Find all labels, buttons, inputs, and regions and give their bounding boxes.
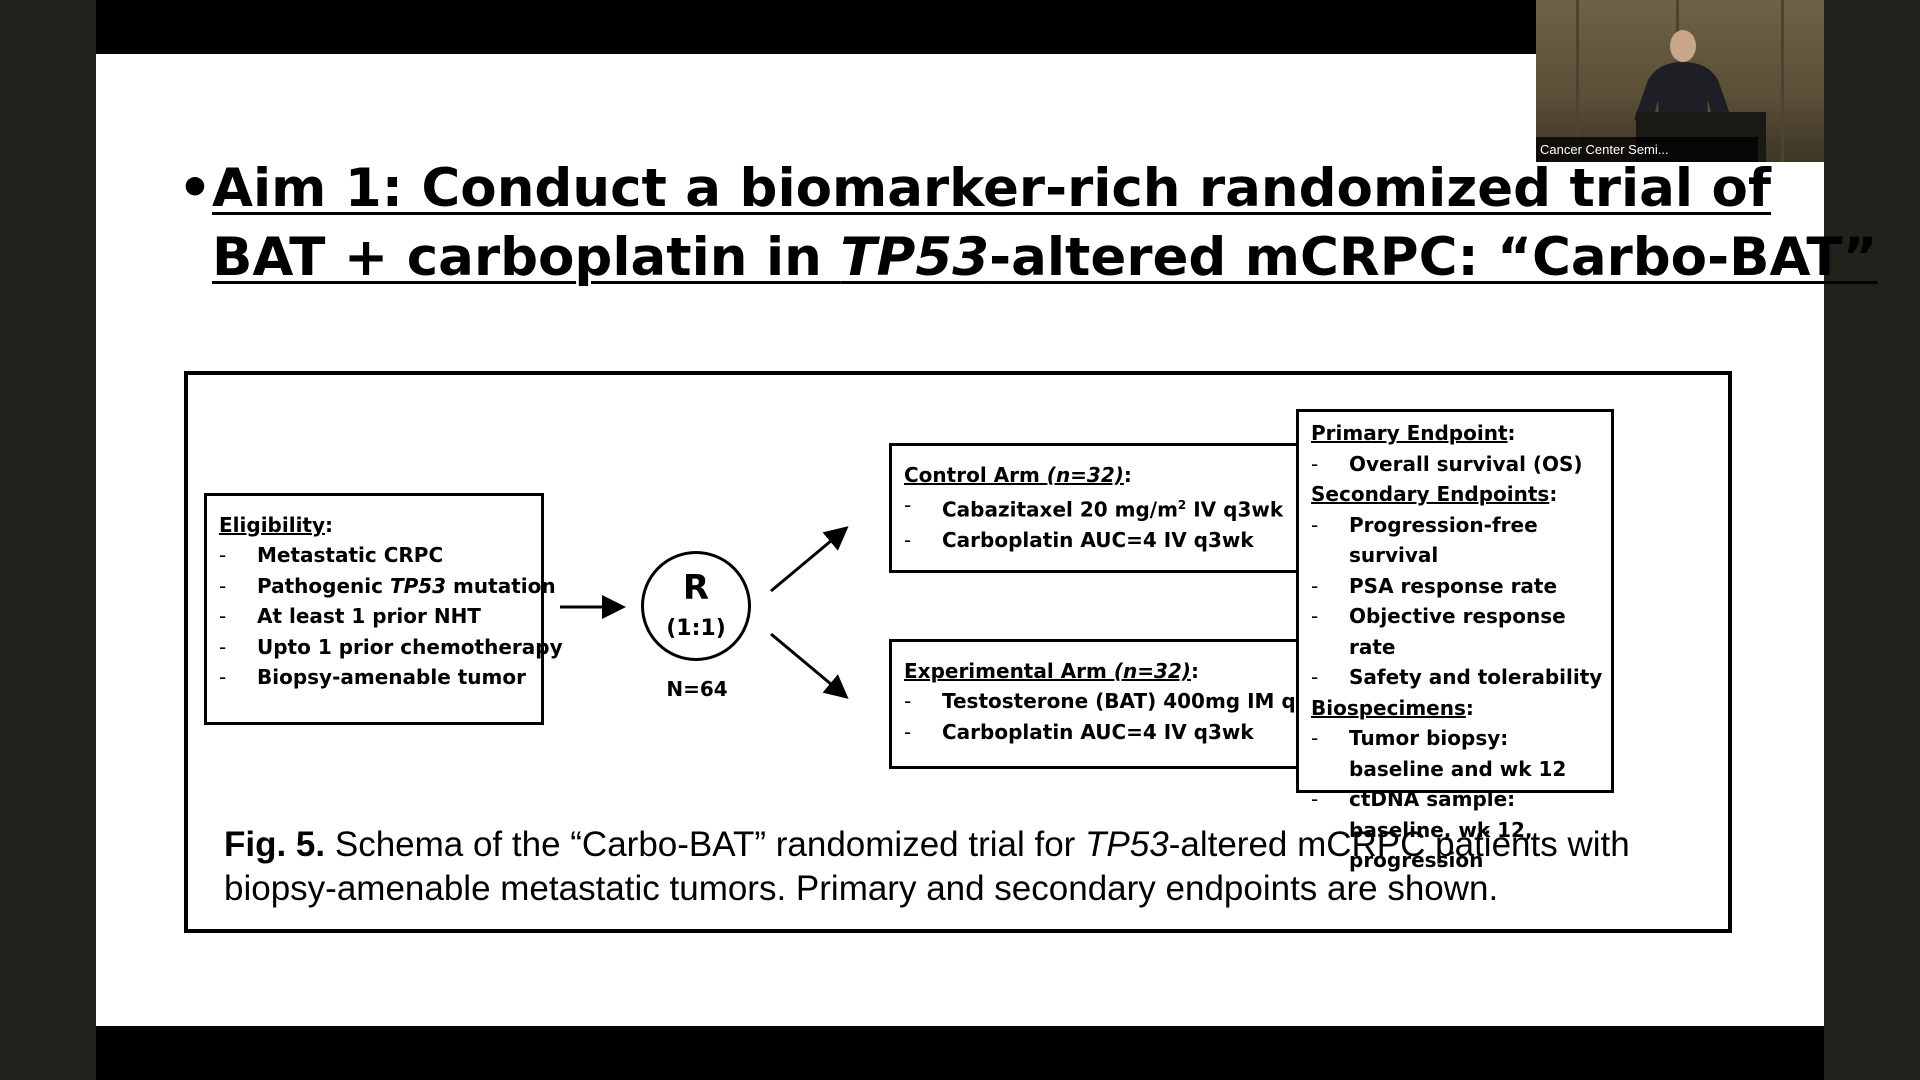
randomization-circle: R (1:1) (641, 551, 751, 661)
control-arm-box: Control Arm (n=32): Cabazitaxel 20 mg/m2… (889, 443, 1313, 573)
experimental-arm-list: Testosterone (BAT) 400mg IM q6wk Carbopl… (904, 686, 1341, 748)
endpoint-item: Safety and tolerability (1311, 662, 1605, 693)
wall-panel-line (1781, 0, 1784, 162)
eligibility-list: Metastatic CRPC Pathogenic TP53 mutation… (219, 540, 563, 693)
randomization-ratio: (1:1) (666, 616, 726, 641)
control-arm-heading: Control Arm (n=32): (904, 463, 1132, 487)
experimental-arm-heading: Experimental Arm (n=32): (904, 659, 1199, 683)
biospecimen-item: Tumor biopsy: baseline and wk 12 (1311, 723, 1589, 784)
webcam-label: Cancer Center Semi... (1536, 137, 1758, 162)
eligibility-item: Metastatic CRPC (219, 540, 535, 571)
presentation-slide: • Aim 1: Conduct a biomarker-rich random… (96, 54, 1877, 1026)
experimental-arm-item: Testosterone (BAT) 400mg IM q6wk (904, 686, 1341, 717)
arrow-randomization-to-control (770, 526, 849, 593)
eligibility-heading: Eligibility: (219, 513, 334, 537)
eligibility-item: At least 1 prior NHT (219, 601, 535, 632)
sample-size-label: N=64 (666, 677, 728, 701)
bullet-point: • (178, 158, 212, 219)
wall-panel-line (1576, 0, 1579, 162)
eligibility-box: Eligibility: Metastatic CRPC Pathogenic … (204, 493, 563, 725)
title-line-1: Aim 1: Conduct a biomarker-rich randomiz… (212, 158, 1772, 219)
biospecimen-item: ctDNA sample: baseline, wk 12, progressi… (1311, 784, 1609, 876)
control-arm-item: Cabazitaxel 20 mg/m2 IV q3wk (904, 490, 1304, 525)
eligibility-item: Biopsy-amenable tumor (219, 662, 535, 693)
randomization-letter: R (682, 568, 710, 608)
arrow-randomization-to-experimental (770, 632, 849, 699)
speaker-webcam-thumbnail[interactable]: Cancer Center Semi... (1536, 0, 1824, 162)
trial-schema-figure: Eligibility: Metastatic CRPC Pathogenic … (184, 371, 1732, 933)
endpoint-item: PSA response rate (1311, 571, 1605, 602)
experimental-arm-box: Experimental Arm (n=32): Testosterone (B… (889, 639, 1341, 769)
primary-endpoint-heading: Primary Endpoint: (1311, 421, 1516, 445)
title-line-2-post: -altered mCRPC: “Carbo-BAT” (989, 227, 1878, 288)
endpoints-box: Primary Endpoint: Overall survival (OS) … (1296, 409, 1614, 872)
control-arm-item: Carboplatin AUC=4 IV q3wk (904, 525, 1304, 556)
control-arm-list: Cabazitaxel 20 mg/m2 IV q3wk Carboplatin… (904, 490, 1304, 556)
experimental-arm-item: Carboplatin AUC=4 IV q3wk (904, 717, 1304, 748)
title-line-2: BAT + carboplatin in TP53-altered mCRPC:… (212, 223, 1877, 292)
eligibility-item: Upto 1 prior chemotherapy (219, 632, 563, 663)
eligibility-item: Pathogenic TP53 mutation (219, 571, 556, 602)
figure-caption: Fig. 5. Schema of the “Carbo-BAT” random… (224, 825, 1630, 908)
secondary-endpoints-heading: Secondary Endpoints: (1311, 482, 1558, 506)
biospecimens-heading: Biospecimens: (1311, 695, 1474, 720)
endpoints-content: Primary Endpoint: Overall survival (OS) … (1311, 418, 1605, 876)
title-line-2-pre: BAT + carboplatin in (212, 227, 841, 288)
title-gene-name: TP53 (840, 227, 990, 288)
caption-label: Fig. 5. (224, 825, 326, 864)
endpoint-item: Progression-free survival (1311, 510, 1605, 571)
speaker-figure (1634, 30, 1732, 140)
endpoint-item: Objective response rate (1311, 601, 1605, 662)
letterbox-bottom (96, 1026, 1824, 1080)
endpoint-item: Overall survival (OS) (1311, 449, 1605, 480)
